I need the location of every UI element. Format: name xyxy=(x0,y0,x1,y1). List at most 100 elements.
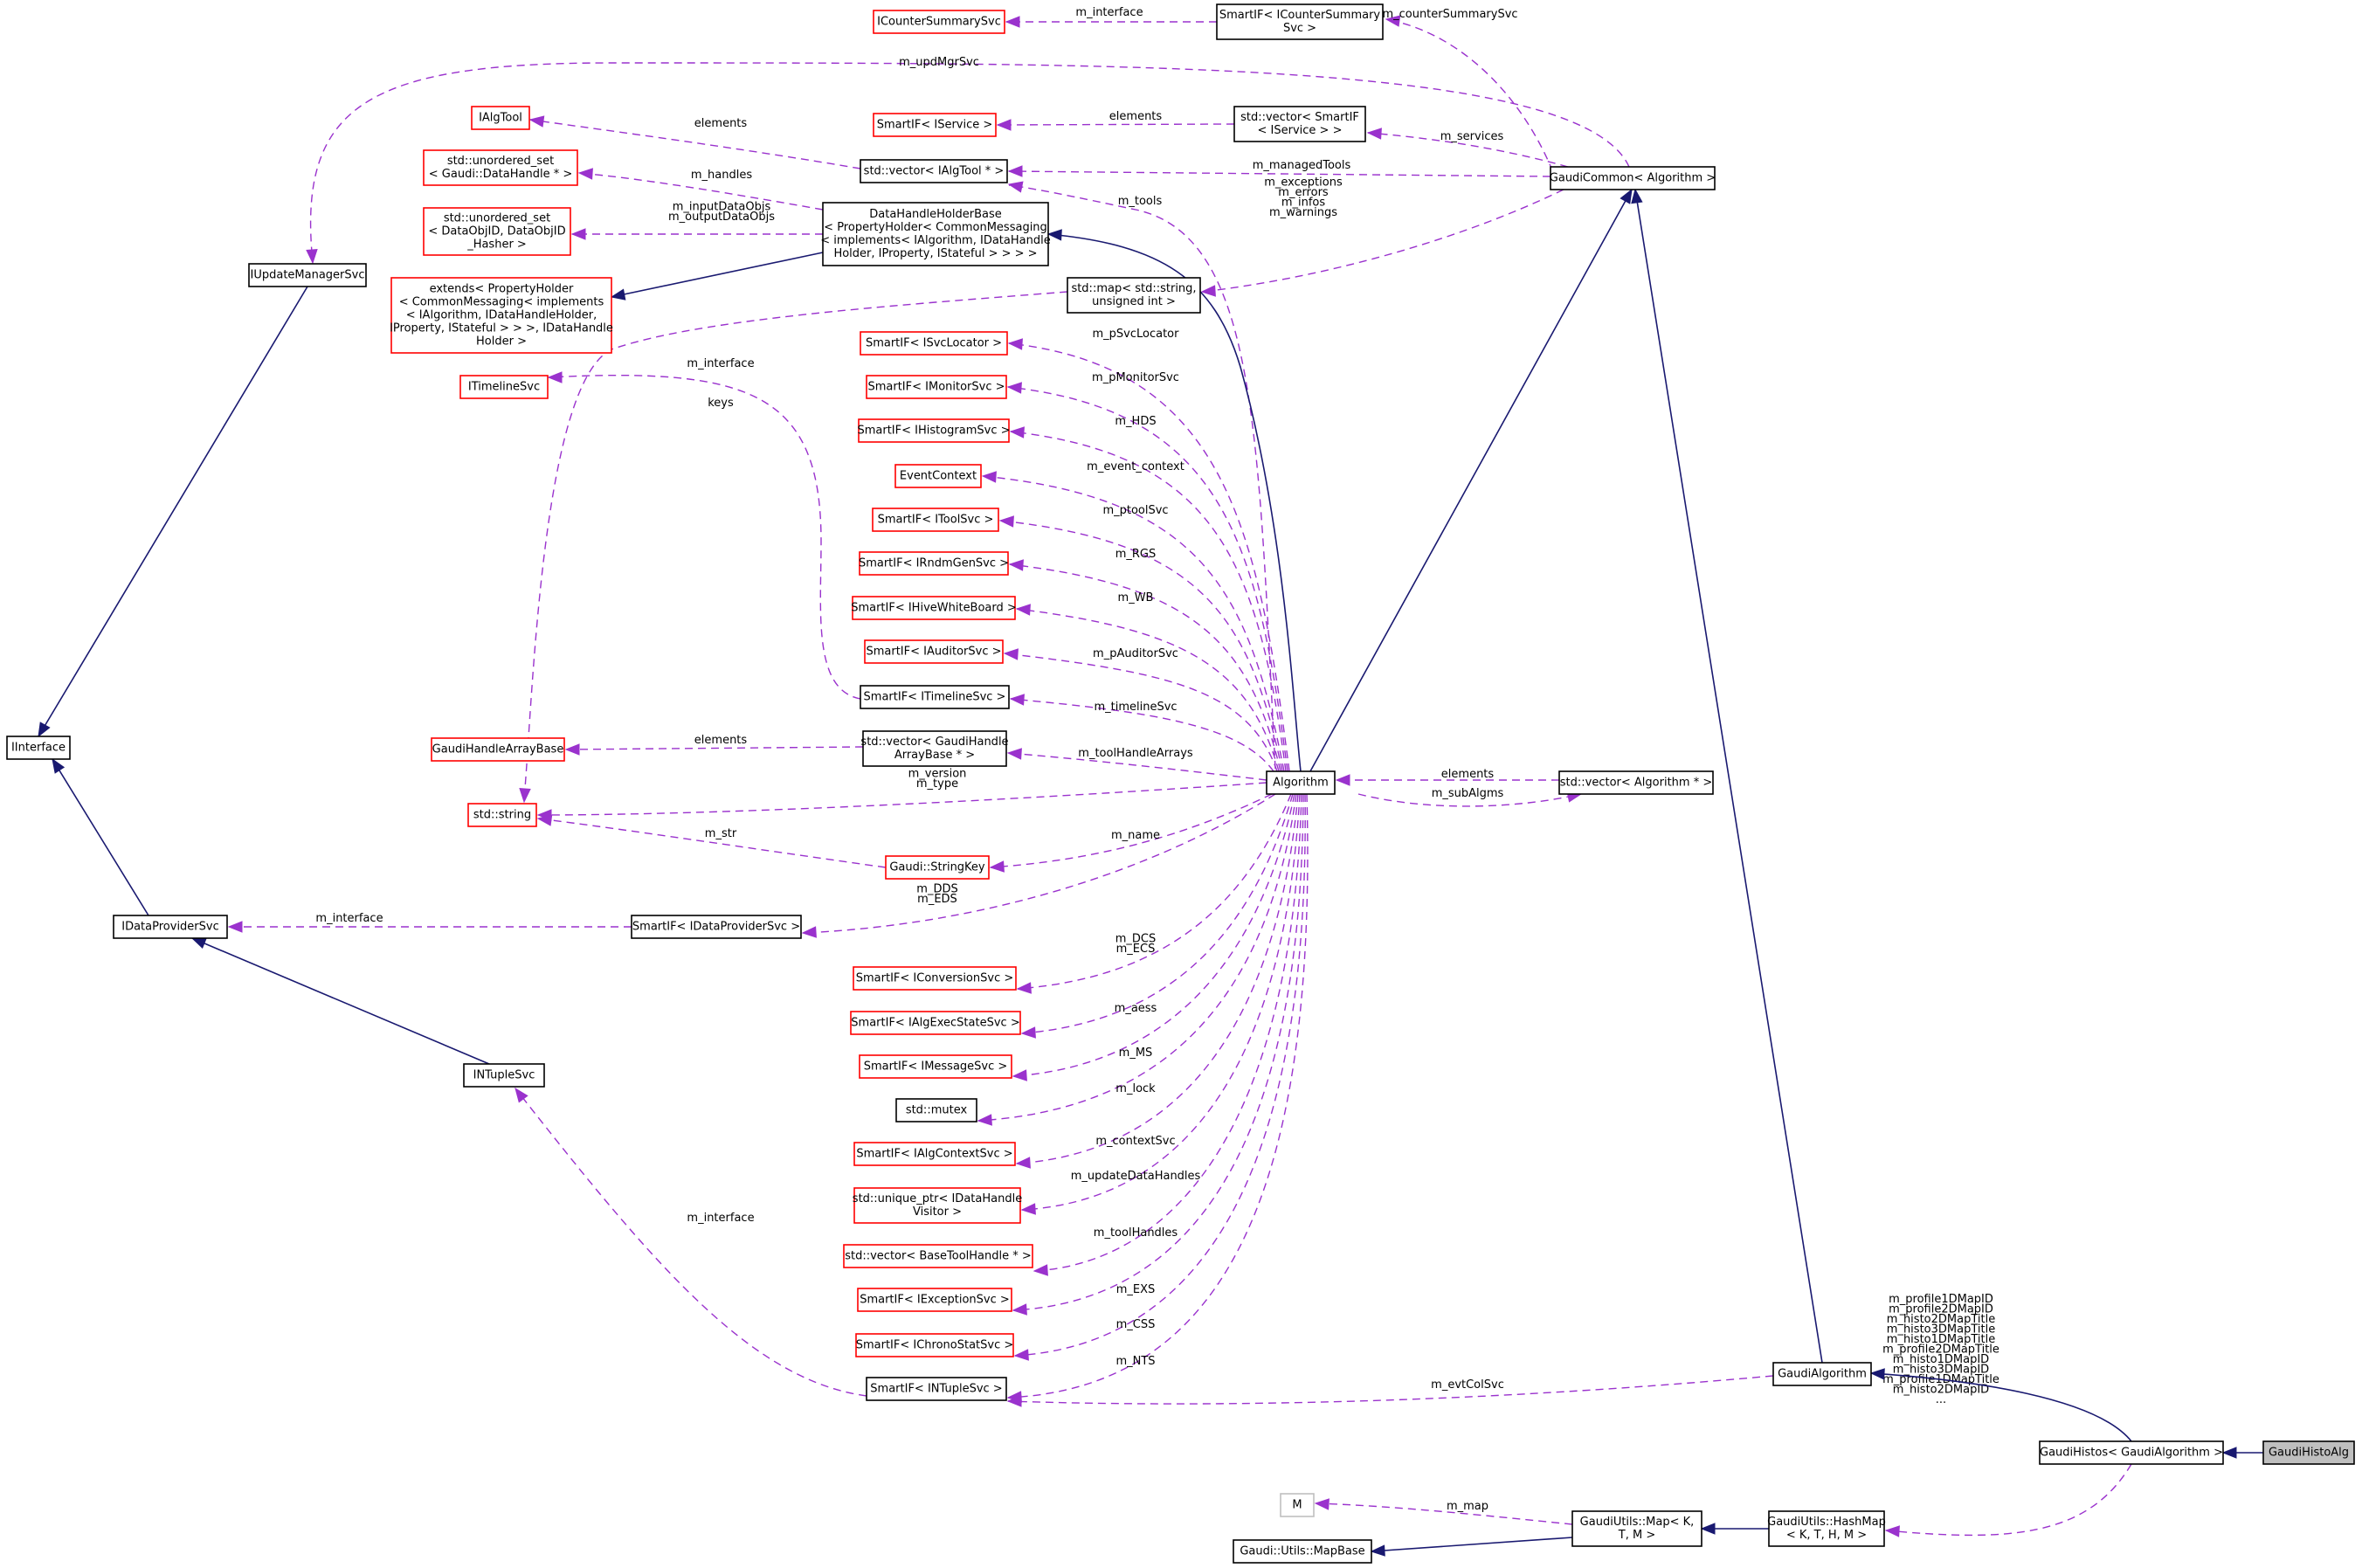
edge-label: m_infos xyxy=(1281,197,1326,210)
class-node-m[interactable]: M xyxy=(1280,1493,1315,1517)
class-label: < PropertyHolder< CommonMessaging xyxy=(824,221,1047,234)
class-node-smartif-iexceptionsvc[interactable]: SmartIF< IExceptionSvc > xyxy=(857,1288,1012,1312)
class-label: std::unordered_set xyxy=(447,155,554,168)
edge-e-timeline-iface: m_interface xyxy=(547,357,861,700)
class-node-smartif-imessagesvc[interactable]: SmartIF< IMessageSvc > xyxy=(859,1054,1012,1079)
class-node-gaudi-utils-mapbase[interactable]: Gaudi::Utils::MapBase xyxy=(1233,1539,1372,1564)
class-node-algorithm[interactable]: Algorithm xyxy=(1266,770,1336,795)
class-node-gaudialgorithm[interactable]: GaudiAlgorithm xyxy=(1772,1362,1872,1386)
edge-label: m_lock xyxy=(1115,1082,1156,1095)
class-node-std-mutex[interactable]: std::mutex xyxy=(895,1098,977,1122)
edge-e-name: m_name xyxy=(989,793,1273,873)
edge-line xyxy=(1010,431,1287,772)
class-node-vector-gaudihandlearraybase[interactable]: std::vector< GaudiHandleArrayBase * > xyxy=(860,730,1009,767)
inheritance-arrowhead xyxy=(2221,1447,2237,1459)
class-node-gaudihandlearraybase[interactable]: GaudiHandleArrayBase xyxy=(431,737,565,762)
class-node-gaudicommon-algorithm[interactable]: GaudiCommon< Algorithm > xyxy=(1550,166,1716,190)
class-node-unordered-set-dataobjid[interactable]: std::unordered_set< DataObjID, DataObjID… xyxy=(423,207,571,256)
edge-label: m_map xyxy=(1447,1500,1488,1513)
class-node-smartif-idataprovidersvc[interactable]: SmartIF< IDataProviderSvc > xyxy=(631,915,802,939)
edge-label: m_type xyxy=(916,777,958,791)
class-node-extends-propertyholder[interactable]: extends< PropertyHolder< CommonMessaging… xyxy=(390,277,613,354)
class-node-std-string[interactable]: std::string xyxy=(467,803,537,827)
usage-arrowhead xyxy=(1200,285,1216,297)
edge-line xyxy=(537,782,1267,816)
class-box xyxy=(822,202,1049,266)
class-label: Algorithm xyxy=(1273,777,1329,790)
class-node-smartif-icountersummarysvc[interactable]: SmartIF< ICounterSummarySvc > xyxy=(1216,3,1384,40)
class-node-smartif-isvclocator[interactable]: SmartIF< ISvcLocator > xyxy=(860,331,1008,356)
inheritance-arrowhead xyxy=(1046,229,1062,241)
class-node-smartif-iconversionsvc[interactable]: SmartIF< IConversionSvc > xyxy=(853,966,1017,991)
class-node-ialgtool[interactable]: IAlgTool xyxy=(471,106,530,130)
class-box xyxy=(1233,106,1366,142)
class-node-gaudiutils-map[interactable]: GaudiUtils::Map< K,T, M > xyxy=(1571,1510,1702,1547)
edge-line xyxy=(523,291,1068,800)
usage-arrowhead xyxy=(989,860,1005,873)
edge-label: m_outputDataObjs xyxy=(668,211,775,224)
class-node-gaudihistoalg[interactable]: GaudiHistoAlg xyxy=(2262,1440,2355,1465)
inheritance-arrowhead xyxy=(190,937,207,949)
class-node-icountersummarysvc[interactable]: ICounterSummarySvc xyxy=(873,10,1005,34)
edge-line xyxy=(802,793,1276,934)
class-node-iinterface[interactable]: IInterface xyxy=(6,736,71,760)
class-label: Visitor > xyxy=(913,1205,962,1219)
edge-label: m_inputDataObjs xyxy=(673,201,771,214)
class-node-smartif-ihistogramsvc[interactable]: SmartIF< IHistogramSvc > xyxy=(857,418,1011,443)
class-node-vector-basetoolhandle[interactable]: std::vector< BaseToolHandle * > xyxy=(843,1244,1033,1268)
edge-label: m_evtColSvc xyxy=(1431,1378,1504,1392)
class-node-eventcontext[interactable]: EventContext xyxy=(894,464,982,488)
class-node-smartif-ialgcontextsvc[interactable]: SmartIF< IAlgContextSvc > xyxy=(853,1142,1016,1166)
class-node-smartif-imonitorsvc[interactable]: SmartIF< IMonitorSvc > xyxy=(866,375,1007,399)
edge-label: m_WB xyxy=(1118,591,1154,604)
class-node-gaudi-stringkey[interactable]: Gaudi::StringKey xyxy=(885,855,990,880)
usage-arrowhead xyxy=(1006,382,1022,394)
edge-label: m_tools xyxy=(1118,195,1163,208)
class-node-gaudihistos-gaudialgorithm[interactable]: GaudiHistos< GaudiAlgorithm > xyxy=(2039,1440,2224,1465)
edge-label: m_profile1DMapID xyxy=(1889,1293,1993,1306)
class-node-itimelinesvc[interactable]: ITimelineSvc xyxy=(459,375,549,399)
class-node-unordered-set-datahandle[interactable]: std::unordered_set< Gaudi::DataHandle * … xyxy=(423,149,578,186)
class-node-smartif-irndmgensvc[interactable]: SmartIF< IRndmGenSvc > xyxy=(859,551,1009,576)
usage-arrowhead xyxy=(536,814,553,826)
edge-label: ... xyxy=(1936,1393,1946,1406)
edge-i-hashmap-map xyxy=(1700,1523,1769,1535)
class-label: Gaudi::Utils::MapBase xyxy=(1240,1545,1364,1558)
class-node-smartif-intuplesvc[interactable]: SmartIF< INTupleSvc > xyxy=(866,1377,1007,1401)
class-node-smartif-itoolsvc[interactable]: SmartIF< IToolSvc > xyxy=(872,508,999,532)
edge-label: m_aess xyxy=(1115,1002,1157,1015)
class-node-iupdatemanagersvc[interactable]: IUpdateManagerSvc xyxy=(248,263,367,287)
class-label: T, M > xyxy=(1618,1529,1655,1542)
class-label: SmartIF< IMonitorSvc > xyxy=(867,381,1005,394)
class-label: Holder > xyxy=(476,335,527,349)
class-node-smartif-ichronostatsvc[interactable]: SmartIF< IChronoStatSvc > xyxy=(855,1333,1014,1357)
edge-label: m_counterSummarySvc xyxy=(1382,8,1517,21)
class-box xyxy=(862,730,1007,767)
class-node-idataprovidersvc[interactable]: IDataProviderSvc xyxy=(113,915,228,939)
class-node-vector-algorithm[interactable]: std::vector< Algorithm * > xyxy=(1558,770,1714,795)
edge-label: m_warnings xyxy=(1269,206,1337,219)
usage-arrowhead xyxy=(977,1114,992,1126)
edge-e-handles: m_handles xyxy=(577,168,824,211)
class-label: SmartIF< IAuditorSvc > xyxy=(866,646,1001,659)
edge-label: m_histo3DMapID xyxy=(1893,1364,1989,1377)
class-label: SmartIF< INTupleSvc > xyxy=(870,1383,1002,1396)
class-node-vector-ialgtool[interactable]: std::vector< IAlgTool * > xyxy=(860,159,1008,183)
usage-arrowhead xyxy=(1335,774,1350,786)
class-node-smartif-ihivewhiteboard[interactable]: SmartIF< IHiveWhiteBoard > xyxy=(851,596,1017,620)
edge-label: m_contextSvc xyxy=(1095,1135,1175,1148)
class-node-intuplesvc[interactable]: INTupleSvc xyxy=(463,1063,545,1088)
class-node-smartif-iauditorsvc[interactable]: SmartIF< IAuditorSvc > xyxy=(864,639,1004,664)
edge-label: elements xyxy=(694,117,748,130)
class-node-vector-smartif-iservice[interactable]: std::vector< SmartIF< IService > > xyxy=(1233,106,1366,142)
class-box xyxy=(2262,1440,2355,1465)
class-node-smartif-ialgexecstatesvc[interactable]: SmartIF< IAlgExecStateSvc > xyxy=(850,1011,1021,1035)
class-node-datahandleholderbase[interactable]: DataHandleHolderBase< PropertyHolder< Co… xyxy=(820,202,1051,266)
class-node-smartif-iservice[interactable]: SmartIF< IService > xyxy=(873,113,997,137)
class-node-map-string-uint[interactable]: std::map< std::string,unsigned int > xyxy=(1067,277,1201,314)
class-node-smartif-itimelinesvc[interactable]: SmartIF< ITimelineSvc > xyxy=(860,685,1010,709)
class-node-gaudiutils-hashmap[interactable]: GaudiUtils::HashMap< K, T, H, M > xyxy=(1767,1510,1886,1547)
edge-line xyxy=(1009,563,1281,772)
